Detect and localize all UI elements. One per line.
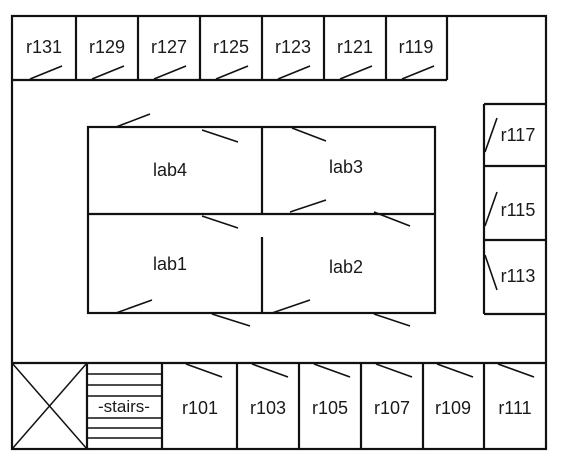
room-r129-label: r129 bbox=[89, 37, 125, 57]
door-r121 bbox=[339, 65, 373, 80]
door-lab2-bottom bbox=[271, 299, 311, 314]
room-r103-label: r103 bbox=[250, 398, 286, 418]
door-r103 bbox=[251, 363, 289, 378]
door-lab4-bottom bbox=[201, 215, 239, 229]
door-r107 bbox=[375, 363, 413, 378]
stairs-label: -stairs- bbox=[98, 397, 150, 416]
room-r115-label: r115 bbox=[501, 200, 536, 220]
lab3-label: lab3 bbox=[329, 157, 363, 177]
top-room-row: r131 r129 r127 r125 r123 r121 r119 bbox=[12, 16, 449, 82]
room-r109-label: r109 bbox=[435, 398, 471, 418]
door-r129 bbox=[91, 65, 125, 80]
door-r115 bbox=[484, 191, 498, 227]
room-r117-label: r117 bbox=[501, 125, 536, 145]
door-r117 bbox=[484, 117, 498, 153]
door-r105 bbox=[313, 363, 351, 378]
room-r101-label: r101 bbox=[182, 398, 218, 418]
room-r107-label: r107 bbox=[374, 398, 410, 418]
lab1-label: lab1 bbox=[153, 254, 187, 274]
lab2-label: lab2 bbox=[329, 257, 363, 277]
elevator-x-icon bbox=[11, 362, 88, 450]
door-r125 bbox=[215, 65, 249, 80]
door-lab4-mid bbox=[201, 129, 239, 143]
door-lab1-bottom-right bbox=[211, 313, 251, 327]
bottom-room-row: -stairs- r101 r103 r105 r107 r109 r111 bbox=[11, 361, 546, 450]
room-r123-label: r123 bbox=[275, 37, 311, 57]
building-outline bbox=[10, 14, 548, 451]
door-lab1-bottom bbox=[115, 299, 153, 314]
door-r123 bbox=[277, 65, 311, 80]
lab-block: lab4 lab3 lab1 lab2 bbox=[86, 113, 437, 327]
door-lab2-right bbox=[373, 313, 411, 327]
door-r101 bbox=[185, 363, 223, 378]
room-r131-label: r131 bbox=[26, 37, 62, 57]
room-r119-label: r119 bbox=[399, 37, 434, 57]
door-r127 bbox=[153, 65, 187, 80]
room-r111-label: r111 bbox=[498, 398, 531, 418]
door-r109 bbox=[436, 363, 474, 378]
door-lab3-right bbox=[373, 211, 411, 227]
door-r113 bbox=[484, 254, 498, 291]
right-room-column: r117 r115 r113 bbox=[482, 102, 546, 316]
door-lab3-bottom bbox=[289, 199, 327, 213]
door-r111 bbox=[497, 363, 535, 378]
door-lab4-top bbox=[115, 113, 151, 128]
lab4-label: lab4 bbox=[153, 160, 187, 180]
room-r125-label: r125 bbox=[213, 37, 249, 57]
room-r127-label: r127 bbox=[151, 37, 187, 57]
room-r113-label: r113 bbox=[501, 266, 536, 286]
room-r105-label: r105 bbox=[312, 398, 348, 418]
door-r119 bbox=[401, 65, 435, 80]
door-lab3-top bbox=[291, 127, 327, 142]
door-r131 bbox=[29, 65, 63, 80]
stairs-icon bbox=[87, 373, 162, 439]
room-r121-label: r121 bbox=[337, 37, 373, 57]
